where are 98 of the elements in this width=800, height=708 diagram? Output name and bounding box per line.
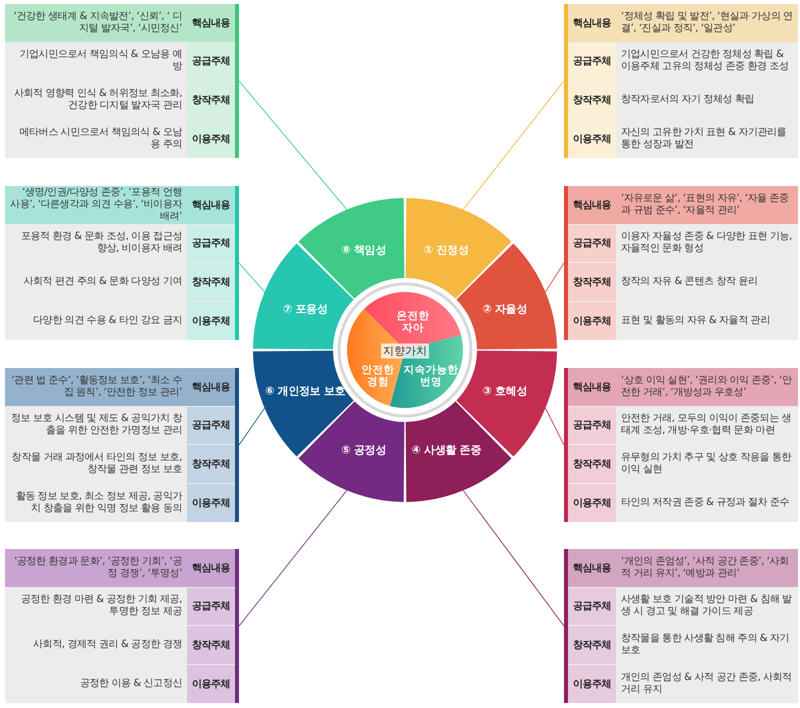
table-row — [568, 368, 798, 406]
row-text: 안전한 거래, 모두의 이익이 존중되는 생태계 조성, 개방·우호·협력 문화 마련 — [620, 412, 792, 438]
table-row — [568, 4, 798, 42]
row-text: ‘공정한 환경과 문화’, ‘공정한 기회’, ‘공정 경쟁’, ‘투명성’ — [13, 554, 183, 581]
info-panel — [5, 186, 239, 340]
row-heading: 공급주체 — [187, 588, 235, 625]
segment-label: ④ 사생활 존중 — [412, 442, 482, 458]
wheel-segment — [298, 401, 405, 502]
row-text: 창작물 거래 과정에서 타인의 정보 보호, 창작물 관련 정보 보호 — [10, 450, 183, 477]
row-text: 다양한 의견 수용 & 타인 강요 금지 — [32, 314, 183, 328]
wheel-segment — [253, 350, 354, 457]
info-panel — [564, 186, 798, 340]
segment-label: ⑥ 개인정보 보호 — [265, 384, 346, 399]
leader-line — [545, 408, 564, 446]
row-text: ‘상호 이익 실현’, ‘권리와 이익 존중’, ‘안전한 거래’, ‘개방성과 우호성’ — [620, 374, 793, 400]
row-heading: 창작주체 — [568, 445, 616, 482]
row-heading: 이용주체 — [187, 120, 235, 158]
leader-line — [462, 490, 564, 626]
wheel-segment — [253, 243, 354, 350]
row-heading: 창작주체 — [568, 626, 616, 664]
row-heading: 공급주체 — [568, 588, 616, 625]
sector-label: 안전한 경험 — [362, 364, 394, 388]
info-panel — [5, 4, 239, 158]
leader-line — [462, 80, 564, 210]
info-panel — [5, 549, 239, 703]
row-heading: 이용주체 — [568, 664, 616, 703]
segment-label: ① 진정성 — [424, 242, 469, 258]
row-heading: 공급주체 — [568, 406, 616, 444]
row-heading: 이용주체 — [187, 484, 235, 522]
info-panel — [564, 368, 798, 522]
info-panel — [564, 4, 798, 158]
row-heading: 창작주체 — [187, 81, 235, 118]
row-heading: 공급주체 — [187, 42, 235, 80]
row-text: 기업시민으로서 책임의식 & 오남용 예방 — [18, 48, 184, 74]
row-heading: 이용주체 — [568, 302, 616, 340]
row-heading: 창작주체 — [568, 263, 616, 300]
row-text: 유무형의 가치 추구 및 상호 작용을 통한 이익 실현 — [620, 450, 792, 477]
row-text: 포용적 환경 & 문화 조성, 이용 접근성 향상, 비이용자 배려 — [20, 230, 183, 256]
table-row — [5, 4, 235, 42]
row-text: 타인의 저작권 존중 & 규정과 절차 준수 — [620, 496, 790, 510]
row-text: 활동 정보 보호, 최소 정보 제공, 공익가치 창출을 위한 익명 정보 활용 동의 — [14, 490, 184, 516]
table-row — [5, 549, 235, 586]
row-text: 메타버스 시민으로서 책임의식 & 오남용 주의 — [18, 126, 184, 152]
row-text: 정보 보호 시스템 및 제도 & 공익가치 창출을 위한 안전한 가명정보 관리 — [10, 412, 184, 438]
center-label: 지향가치 — [381, 344, 429, 358]
wheel-segment — [298, 198, 405, 299]
segment-label: ⑧ 책임성 — [341, 242, 386, 258]
segment-label: ③ 호혜성 — [482, 384, 528, 399]
row-heading: 이용주체 — [568, 484, 616, 522]
segment-label: ⑦ 포용성 — [282, 301, 328, 316]
row-heading: 이용주체 — [187, 302, 235, 340]
row-heading: 공급주체 — [568, 224, 616, 262]
row-text: ‘생명/인권/다양성 존중’, ‘포용적 언행 사용’, ‘다른생각과 의견 수용’, ‘비이용자 배려’ — [9, 186, 184, 224]
row-text: ‘정체성 확립 및 발전’, ‘현실과 가상의 연결’, ‘진실과 정직’, ‘일관성’ — [620, 10, 794, 36]
row-text: 개인의 존엄성 & 사적 공간 존중, 사회적 거리 유지 — [620, 670, 793, 697]
table-row — [568, 549, 798, 586]
row-heading: 창작주체 — [187, 445, 235, 482]
row-heading: 이용주체 — [187, 664, 235, 703]
info-panel — [564, 549, 798, 703]
leader-line — [545, 262, 564, 292]
leader-line — [238, 490, 348, 626]
row-text: 공정한 이용 & 신고정신 — [78, 676, 183, 691]
row-text: ‘개인의 존엄성’, ‘사적 공간 존중’, ‘사회적 거리 유지’, ‘예방과 관리’ — [620, 554, 790, 581]
row-text: 기업시민으로서 건강한 정체성 확립 & 이용주체 고유의 정체성 존중 환경 조성 — [620, 48, 790, 74]
wheel-segment — [405, 401, 512, 502]
row-text: 자신의 고유한 가치 표현 & 자기관리를 통한 성장과 발전 — [620, 126, 788, 152]
row-text: 사생활 보호 기술적 방안 마련 & 침해 발생 시 경고 및 해결 가이드 제공 — [620, 593, 793, 620]
row-text: 창작물을 통한 사생활 침해 주의 & 자기 보호 — [620, 632, 790, 658]
table-row — [568, 186, 798, 224]
row-heading: 창작주체 — [187, 263, 235, 300]
row-text: ‘자유로운 삶’, ‘표현의 자유’, ‘자율 존중과 규범 준수’, ‘자율적 관리’ — [620, 192, 790, 218]
row-text: 이용자 자율성 존중 & 다양한 표현 기능, 자율적인 문화 형성 — [620, 230, 793, 256]
row-text: 사회적, 경제적 권리 & 공정한 경쟁 — [32, 638, 183, 652]
row-heading: 공급주체 — [568, 42, 616, 80]
row-heading: 공급주체 — [187, 406, 235, 444]
leader-line — [238, 408, 265, 446]
row-heading: 창작주체 — [187, 626, 235, 664]
row-heading: 이용주체 — [568, 120, 616, 158]
wheel-segment — [456, 350, 557, 457]
leader-line — [238, 262, 265, 292]
row-heading: 창작주체 — [568, 81, 616, 118]
row-text: 창작의 자유 & 콘텐츠 창작 윤리 — [620, 274, 758, 289]
row-text: ‘관련 법 준수’, ‘활동정보 보호’, ‘최소 수집 원칙’, ‘안전한 정보 관리’ — [10, 374, 183, 400]
row-text: 사회적 편견 주의 & 문화 다양성 기여 — [22, 274, 183, 289]
segment-label: ⑤ 공정성 — [341, 442, 386, 458]
table-row — [5, 368, 235, 406]
row-text: 사회적 영향력 인식 & 허위정보 최소화, 건강한 디지털 발자국 관리 — [12, 86, 183, 113]
row-heading: 공급주체 — [187, 224, 235, 262]
table-row — [5, 186, 235, 224]
leader-line — [238, 80, 348, 210]
sector-label: 온전한 자아 — [396, 310, 430, 334]
row-text: 표현 및 활동의 자유 & 자율적 관리 — [620, 314, 771, 328]
row-text: 공정한 환경 마련 & 공정한 기회 제공, 투명한 정보 제공 — [20, 593, 183, 620]
segment-label: ② 자율성 — [482, 301, 528, 316]
info-panel — [5, 368, 239, 522]
wheel-segment — [405, 198, 512, 299]
row-text: 창작자로서의 자기 정체성 확립 — [620, 92, 756, 107]
row-text: ‘건강한 생태계 & 지속발전’, ‘신뢰’, ‘ 디지털 발자국’, ‘시민정신’ — [12, 10, 183, 36]
